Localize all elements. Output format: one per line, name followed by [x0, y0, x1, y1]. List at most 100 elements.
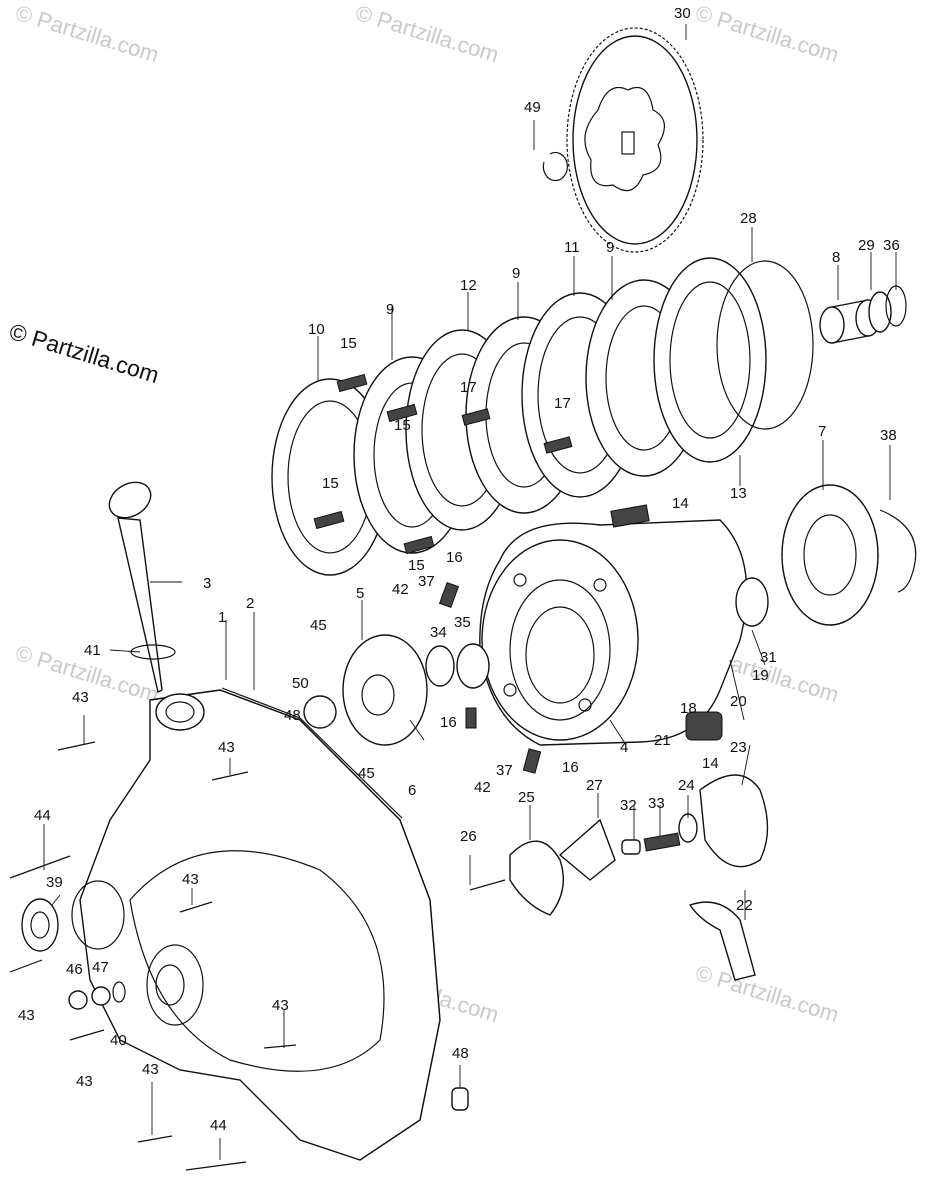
spring-16c — [522, 748, 542, 774]
dowel-48 — [451, 1087, 469, 1111]
pressure-plate-5 — [342, 634, 428, 746]
label-31: 31 — [760, 649, 777, 666]
spring-16b — [465, 707, 477, 729]
spring-14-lower — [685, 711, 723, 741]
gear-30 — [566, 27, 704, 253]
label-14-a: 14 — [672, 495, 689, 512]
label-25: 25 — [518, 789, 535, 806]
label-39: 39 — [46, 874, 63, 891]
label-15-a: 15 — [340, 335, 357, 352]
o-ring-41 — [130, 644, 176, 660]
bolts — [9, 741, 297, 1171]
label-45-a: 45 — [310, 617, 327, 634]
circlip-38 — [879, 509, 917, 593]
label-36: 36 — [883, 237, 900, 254]
label-10: 10 — [308, 321, 325, 338]
label-38: 38 — [880, 427, 897, 444]
label-43-f: 43 — [76, 1073, 93, 1090]
label-50: 50 — [292, 675, 309, 692]
label-43-a: 43 — [72, 689, 89, 706]
label-48-a: 48 — [284, 707, 301, 724]
label-43-c: 43 — [182, 871, 199, 888]
label-49: 49 — [524, 99, 541, 116]
bearing-50 — [303, 695, 337, 729]
clutch-housing-4 — [479, 519, 748, 746]
label-18: 18 — [680, 700, 697, 717]
pin-32 — [621, 839, 641, 855]
clutch-springs — [313, 373, 573, 555]
label-34: 34 — [430, 624, 447, 641]
lever-23 — [699, 774, 769, 868]
label-44-a: 44 — [34, 807, 51, 824]
label-42-a: 42 — [392, 581, 409, 598]
label-4: 4 — [620, 739, 628, 756]
ring-40 — [112, 981, 126, 1003]
label-45-b: 45 — [358, 765, 375, 782]
label-47: 47 — [92, 959, 109, 976]
label-43-g: 43 — [142, 1061, 159, 1078]
label-23: 23 — [730, 739, 747, 756]
label-15-d: 15 — [408, 557, 425, 574]
nut-46 — [68, 990, 88, 1010]
label-35: 35 — [454, 614, 471, 631]
label-43-b: 43 — [218, 739, 235, 756]
label-43-e: 43 — [18, 1007, 35, 1024]
label-20: 20 — [730, 693, 747, 710]
stud-26 — [469, 879, 506, 891]
label-30: 30 — [674, 5, 691, 22]
label-33: 33 — [648, 795, 665, 812]
oil-seal-39 — [21, 898, 59, 952]
spring-14-upper — [610, 504, 650, 528]
label-46: 46 — [66, 961, 83, 978]
washer-29 — [868, 291, 892, 333]
label-43-d: 43 — [272, 997, 289, 1014]
label-9-a: 9 — [386, 301, 394, 318]
part-labels: 30 49 28 29 36 8 11 9 9 12 9 10 15 17 17… — [18, 5, 900, 1134]
label-37-b: 37 — [496, 762, 513, 779]
label-7: 7 — [818, 423, 826, 440]
label-2: 2 — [246, 595, 254, 612]
clutch-plate-13 — [653, 257, 767, 463]
label-44-b: 44 — [210, 1117, 227, 1134]
arm-22 — [688, 901, 756, 981]
spring-16a — [438, 581, 460, 609]
label-1: 1 — [218, 609, 226, 626]
nut-34 — [425, 645, 455, 687]
label-15-c: 15 — [322, 475, 339, 492]
label-11: 11 — [564, 239, 580, 256]
washer-47 — [91, 986, 111, 1006]
label-24: 24 — [678, 777, 695, 794]
label-12: 12 — [460, 277, 477, 294]
label-16-c: 16 — [562, 759, 579, 776]
leader-lines — [43, 24, 897, 1160]
circlip-49 — [542, 151, 568, 182]
label-13: 13 — [730, 485, 747, 502]
roller-31 — [735, 577, 769, 627]
label-37-a: 37 — [418, 573, 435, 590]
label-41: 41 — [84, 642, 101, 659]
wire-ring-28 — [716, 260, 814, 430]
side-cover-1 — [71, 689, 441, 1161]
label-17-b: 17 — [554, 395, 571, 412]
label-14-b: 14 — [702, 755, 719, 772]
label-6: 6 — [408, 782, 416, 799]
label-19: 19 — [752, 667, 769, 684]
gasket-2 — [221, 687, 403, 819]
label-40: 40 — [110, 1032, 127, 1049]
label-22: 22 — [736, 897, 753, 914]
label-15-b: 15 — [394, 417, 411, 434]
label-17-a: 17 — [460, 379, 477, 396]
label-9-c: 9 — [606, 239, 614, 256]
spring-33 — [643, 832, 681, 852]
lifter-35 — [456, 643, 490, 689]
label-5: 5 — [356, 585, 364, 602]
label-16-b: 16 — [440, 714, 457, 731]
dipstick-3 — [108, 481, 163, 694]
cam-plate-25 — [509, 840, 564, 916]
label-16-a: 16 — [446, 549, 463, 566]
label-42-b: 42 — [474, 779, 491, 796]
label-3: 3 — [203, 575, 211, 592]
label-21: 21 — [654, 732, 671, 749]
plate-27 — [558, 818, 616, 881]
